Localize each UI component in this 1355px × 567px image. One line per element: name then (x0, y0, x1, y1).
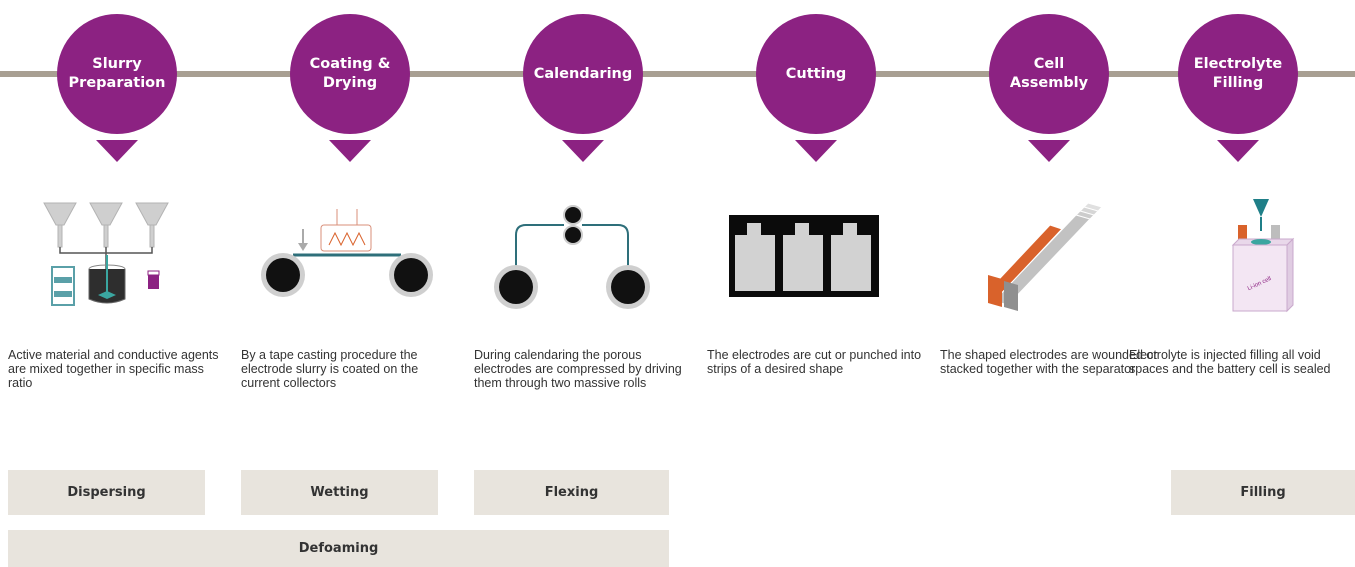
tag-defoaming: Defoaming (8, 530, 669, 567)
step-pointer (795, 140, 837, 162)
tag-wetting: Wetting (241, 470, 438, 515)
step-description: Electrolyte is injected filling all void… (1129, 348, 1331, 376)
step-pointer (562, 140, 604, 162)
step-pointer (1028, 140, 1070, 162)
step-description: The shaped electrodes are wounded or sta… (940, 348, 1158, 376)
step-pointer (96, 140, 138, 162)
coater-dryer-icon (233, 195, 467, 320)
step-title: Slurry Preparation (57, 14, 177, 134)
step-title: Cell Assembly (989, 14, 1109, 134)
step-description: During calendaring the porous electrodes… (474, 348, 682, 390)
step-pointer (329, 140, 371, 162)
step-title: Cutting (756, 14, 876, 134)
tag-filling: Filling (1171, 470, 1355, 515)
step-title: Electrolyte Filling (1178, 14, 1298, 134)
tag-flexing: Flexing (474, 470, 669, 515)
step-description: Active material and conductive agents ar… (8, 348, 219, 390)
step-description: The electrodes are cut or punched into s… (707, 348, 922, 376)
step-slurry-preparation: Slurry Preparation Active material and c… (0, 0, 234, 567)
process-timeline-line (0, 71, 1355, 77)
step-cell-assembly: Cell Assembly The shaped electrodes are … (932, 0, 1166, 567)
step-calendaring: Calendaring During calendaring the porou… (466, 0, 700, 567)
step-coating-drying: Coating & Drying By a tape casting proce… (233, 0, 467, 567)
calender-rolls-icon (466, 195, 700, 320)
step-title: Calendaring (523, 14, 643, 134)
stacked-electrodes-icon (932, 195, 1166, 320)
step-electrolyte-filling: Electrolyte Filling Li-ion cell Electrol… (1121, 0, 1355, 567)
step-title: Coating & Drying (290, 14, 410, 134)
step-pointer (1217, 140, 1259, 162)
step-cutting: Cutting The electrodes are cut or punche… (699, 0, 933, 567)
cut-electrodes-icon (699, 195, 933, 320)
step-description: By a tape casting procedure the electrod… (241, 348, 419, 390)
electrolyte-cell-icon: Li-ion cell (1121, 195, 1355, 320)
tag-dispersing: Dispersing (8, 470, 205, 515)
mixer-icon (0, 195, 234, 320)
